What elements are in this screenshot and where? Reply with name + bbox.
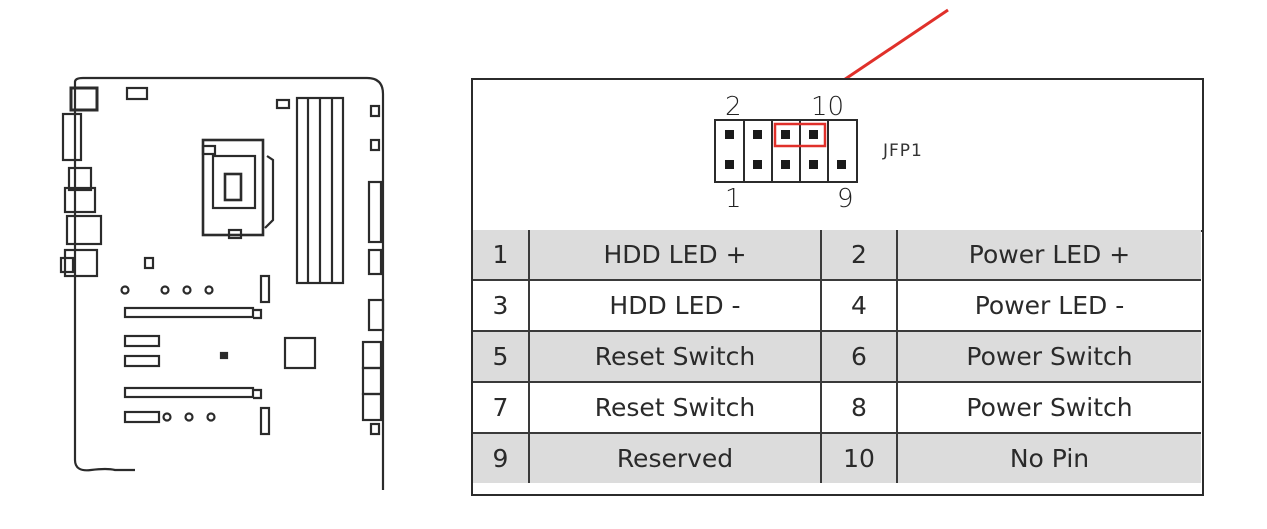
power-switch-highlight	[773, 122, 827, 148]
pin-function: No Pin	[896, 432, 1201, 483]
io-block-6	[63, 248, 99, 278]
pin-number: 8	[820, 381, 898, 434]
table-row: 9 Reserved 10 No Pin	[473, 432, 1201, 483]
right-conn-5	[361, 340, 383, 370]
pin-number: 4	[820, 279, 898, 332]
motherboard-outline-diagram	[59, 76, 385, 490]
atx-power	[367, 180, 383, 244]
pin-6	[781, 130, 790, 139]
sata-box-1	[123, 334, 161, 348]
small-chip	[219, 351, 229, 360]
pin-number: 3	[473, 279, 530, 332]
pin-number: 7	[473, 381, 530, 434]
right-conn-1	[369, 104, 381, 118]
right-conn-7	[361, 392, 383, 422]
pin-number: 10	[820, 432, 898, 483]
pin-function-table: 1 HDD LED + 2 Power LED + 3 HDD LED - 4 …	[473, 230, 1201, 483]
jfp1-header-icon	[714, 119, 858, 183]
pin-9	[837, 160, 846, 169]
pin-function: HDD LED -	[528, 279, 822, 332]
pin-1	[725, 160, 734, 169]
sata-box-2	[123, 354, 161, 368]
table-row: 5 Reset Switch 6 Power Switch	[473, 330, 1201, 383]
cpu-socket-outer	[201, 138, 265, 237]
pin-function: Reset Switch	[528, 381, 822, 434]
pin-number: 6	[820, 330, 898, 383]
pin-7	[809, 160, 818, 169]
pin-number: 5	[473, 330, 530, 383]
table-row: 1 HDD LED + 2 Power LED +	[473, 230, 1201, 281]
io-block-7	[59, 256, 75, 274]
right-conn-4	[367, 298, 385, 332]
pin-number: 2	[820, 230, 898, 281]
pcie-slot-3	[123, 410, 161, 424]
header-name-label: JFP1	[883, 141, 923, 161]
cpu-tab-bottom	[227, 228, 243, 240]
pin-label-top-right: 10	[811, 92, 845, 122]
right-conn-6	[361, 366, 383, 396]
jfp1-pinout-table: 2 10 1 9 JFP1 1 HDD LED + 2 Power LED + …	[471, 78, 1204, 496]
pin-function: Power Switch	[896, 330, 1201, 383]
pin-number: 1	[473, 230, 530, 281]
pin-function: HDD LED +	[528, 230, 822, 281]
pin-function: Reserved	[528, 432, 822, 483]
cpu-socket-core	[223, 172, 243, 202]
pin-8	[809, 130, 818, 139]
io-block-3	[67, 166, 93, 192]
pin-label-bottom-right: 9	[837, 184, 854, 214]
pin-4	[753, 130, 762, 139]
pin-function: Power Switch	[896, 381, 1201, 434]
pin-5	[781, 160, 790, 169]
right-conn-3	[367, 248, 383, 276]
board-edge	[73, 76, 385, 490]
m2-slot-2	[259, 406, 271, 436]
header-diagram-cell: 2 10 1 9 JFP1	[473, 80, 1202, 232]
cpu-socket-inner	[211, 154, 257, 210]
io-block-1	[69, 86, 99, 112]
chipset	[283, 336, 317, 370]
pin-function: Power LED +	[896, 230, 1201, 281]
io-block-4	[63, 186, 97, 214]
io-block-2	[61, 112, 83, 162]
board-left-edge	[73, 82, 135, 472]
pin-3	[753, 160, 762, 169]
header-housing	[714, 119, 858, 183]
pcie-slot-2	[123, 386, 255, 399]
cpu-lever	[264, 155, 275, 229]
pin-function: Reset Switch	[528, 330, 822, 383]
small-block-2	[275, 98, 291, 110]
table-row: 3 HDD LED - 4 Power LED -	[473, 279, 1201, 332]
right-conn-2	[369, 138, 381, 152]
m2-slot-1	[259, 274, 271, 304]
pin-label-bottom-left: 1	[725, 184, 742, 214]
pin-function: Power LED -	[896, 279, 1201, 332]
small-square	[143, 256, 155, 270]
io-block-5	[65, 214, 103, 246]
right-conn-8	[369, 422, 381, 436]
pin-number: 9	[473, 432, 530, 483]
small-block	[125, 86, 149, 101]
pcie-slot-1	[123, 306, 255, 319]
pin-2	[725, 130, 734, 139]
pin-label-top-left: 2	[725, 92, 742, 122]
cpu-tab-top	[201, 144, 217, 156]
table-row: 7 Reset Switch 8 Power Switch	[473, 381, 1201, 434]
